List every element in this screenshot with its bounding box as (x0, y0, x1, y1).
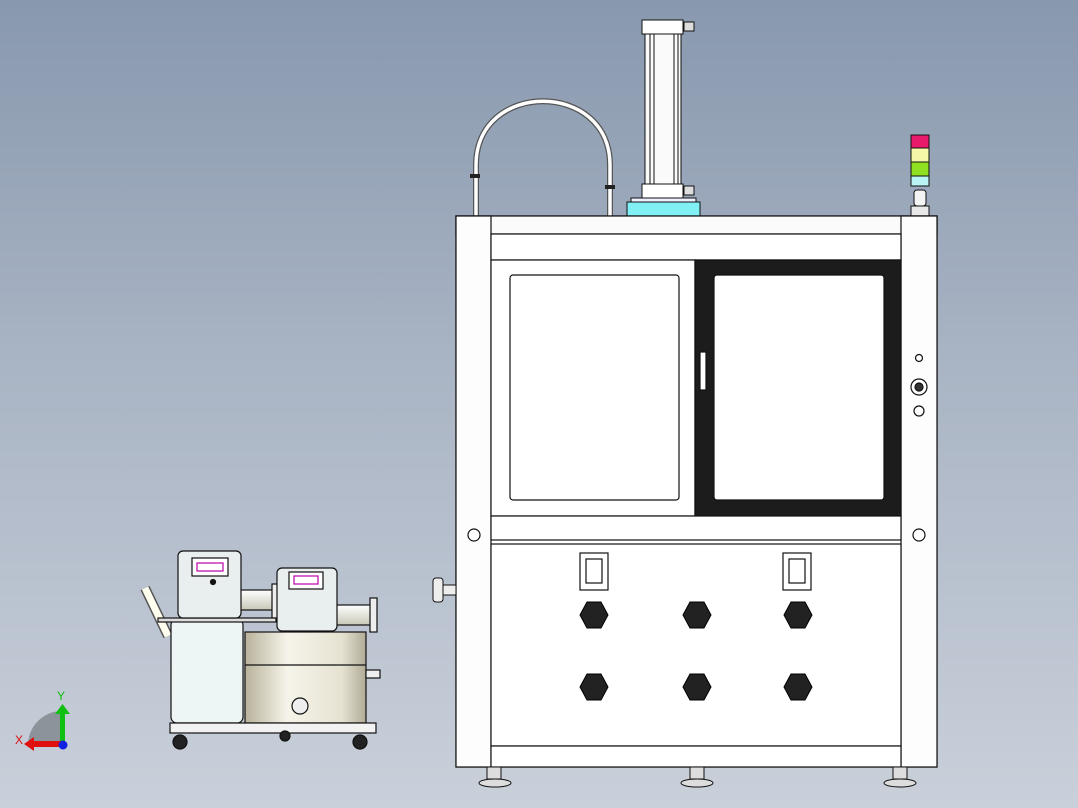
main-cabinet[interactable] (455, 215, 938, 768)
z-axis-dot (58, 740, 68, 750)
x-axis-arrow (32, 741, 62, 747)
power-switch[interactable] (782, 552, 812, 591)
bolt-hole (467, 528, 481, 542)
pneumatic-cylinder (626, 19, 701, 217)
side-fitting (432, 577, 457, 603)
air-hose (470, 98, 615, 216)
orientation-triad: Y X (15, 689, 70, 751)
feeder-unit[interactable] (140, 550, 381, 750)
x-axis-label: X (15, 733, 23, 747)
window-right-pane[interactable] (694, 259, 902, 517)
y-axis-label: Y (57, 689, 65, 703)
window-left-pane[interactable] (490, 259, 696, 517)
button (913, 405, 925, 417)
bolt-hole (912, 528, 926, 542)
y-axis-arrow (60, 712, 65, 745)
power-switch[interactable] (579, 552, 609, 591)
vent-grilles (579, 601, 813, 701)
window-handle (699, 351, 707, 391)
lower-panel (490, 543, 902, 747)
leveling-feet (478, 766, 917, 788)
stack-light (910, 134, 930, 217)
